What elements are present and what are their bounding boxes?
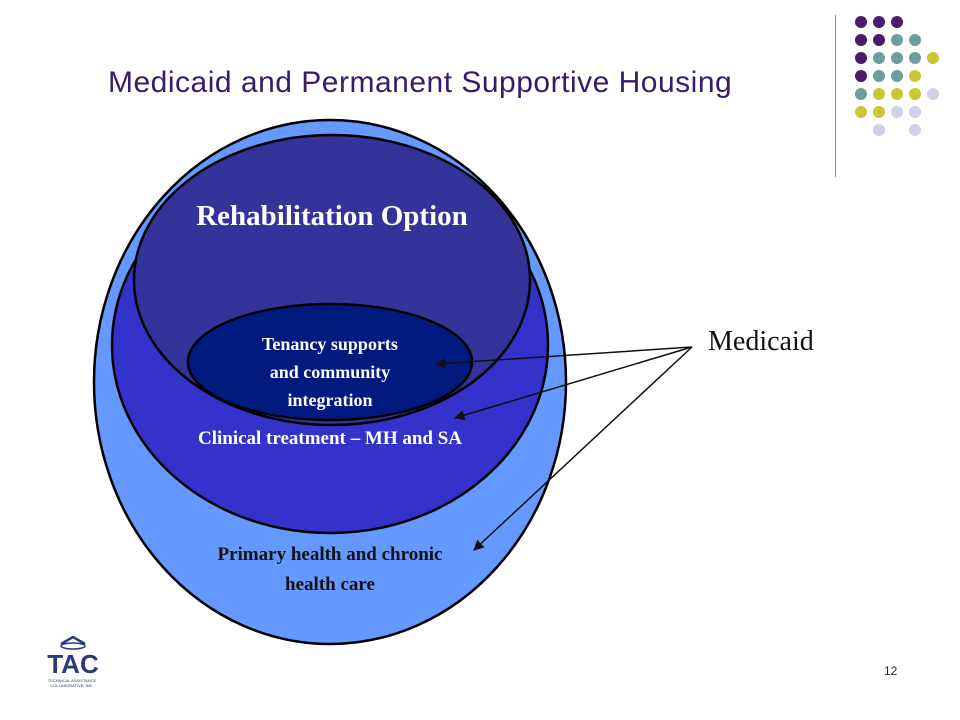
decorative-dot: [909, 124, 921, 136]
decorative-dot: [891, 52, 903, 64]
decorative-dot: [873, 124, 885, 136]
decorative-dot: [909, 106, 921, 118]
tenancy-line-1: Tenancy supports: [262, 334, 398, 354]
title-divider-line: [835, 15, 836, 177]
rehabilitation-option-label: Rehabilitation Option: [196, 200, 468, 232]
decorative-dot: [891, 34, 903, 46]
tac-logo-subtext: TECHNICAL ASSISTANCE COLLABORATIVE, INC.: [47, 678, 97, 688]
decorative-dot: [873, 106, 885, 118]
decorative-dot: [909, 70, 921, 82]
decorative-dot: [891, 88, 903, 100]
decorative-dot: [855, 106, 867, 118]
page-title: Medicaid and Permanent Supportive Housin…: [108, 66, 733, 99]
decorative-dot: [873, 34, 885, 46]
decorative-dot: [873, 70, 885, 82]
medicaid-arrow-primary: [473, 346, 693, 551]
tenancy-line-3: integration: [287, 390, 373, 410]
decorative-dot: [927, 52, 939, 64]
decorative-dot-grid: [855, 16, 939, 136]
decorative-dot: [873, 52, 885, 64]
decorative-dot: [855, 34, 867, 46]
decorative-dot: [909, 34, 921, 46]
decorative-dot: [909, 52, 921, 64]
tac-logo-text: TAC: [47, 649, 99, 679]
tenancy-supports-label: Tenancy supports and community integrati…: [200, 330, 460, 414]
decorative-dot: [891, 16, 903, 28]
page-number: 12: [884, 664, 898, 678]
tac-logo: TAC: [47, 636, 99, 679]
clinical-treatment-label: Clinical treatment – MH and SA: [197, 428, 463, 449]
medicaid-label: Medicaid: [708, 326, 814, 357]
decorative-dot: [873, 88, 885, 100]
decorative-dot: [855, 16, 867, 28]
decorative-dot: [855, 52, 867, 64]
decorative-dot: [891, 70, 903, 82]
decorative-dot: [873, 16, 885, 28]
decorative-dot: [855, 70, 867, 82]
decorative-dot: [927, 88, 939, 100]
decorative-dot: [855, 88, 867, 100]
medicaid-arrow-tenancy: [434, 346, 693, 369]
tenancy-line-2: and community: [269, 362, 391, 382]
medicaid-arrow-clinical: [453, 346, 693, 421]
decorative-dot: [909, 88, 921, 100]
primary-health-line-1: Primary health and chronic: [217, 544, 443, 565]
primary-health-label: Primary health and chronic health care: [130, 540, 530, 600]
primary-health-line-2: health care: [285, 574, 375, 595]
decorative-dot: [891, 106, 903, 118]
